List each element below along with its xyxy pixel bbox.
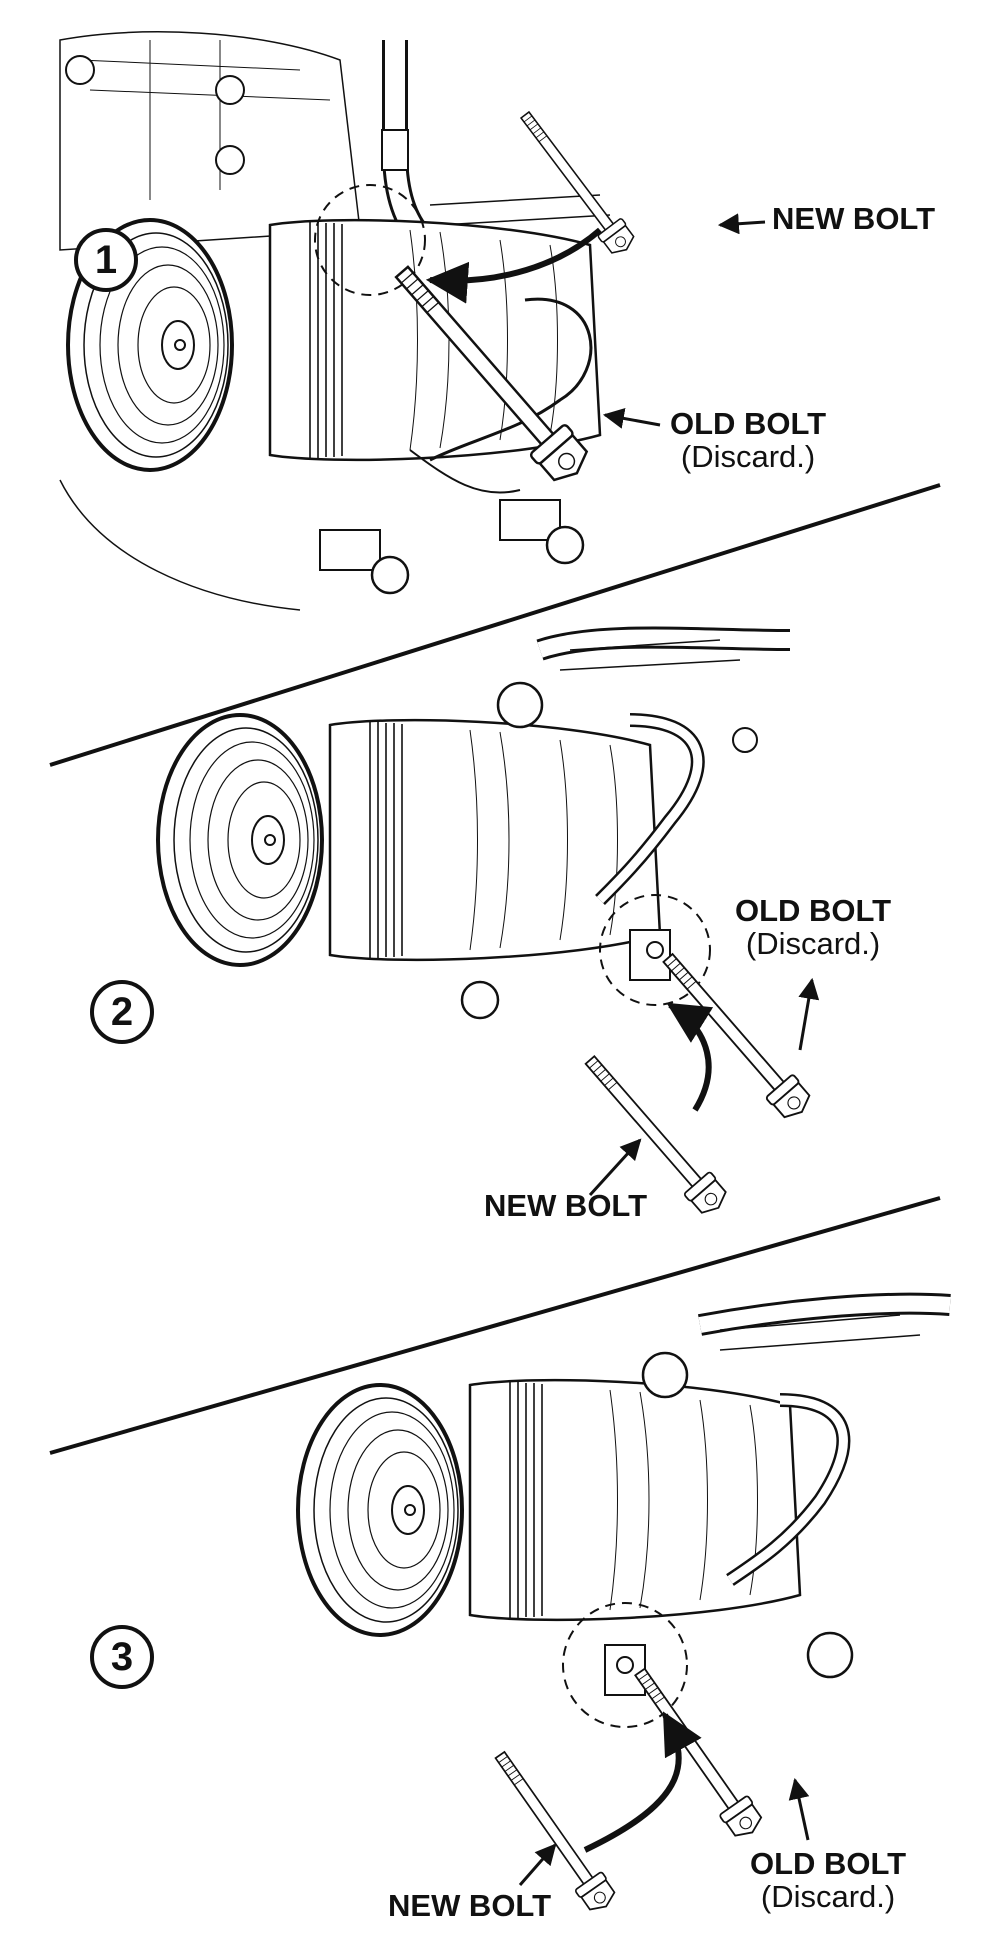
step-1-old-bolt-note: (Discard.) — [680, 438, 816, 474]
step-2-old-bolt-text: OLD BOLT — [735, 893, 892, 928]
step-3-new-bolt-label: NEW BOLT — [388, 1888, 552, 1923]
step-number-1: 1 — [74, 228, 138, 292]
step-1-old-bolt-label: OLD BOLT (Discard.) — [670, 406, 827, 474]
panel-2-drawing — [156, 626, 820, 1221]
panel-divider-1 — [49, 483, 941, 767]
step-1-new-bolt-label: NEW BOLT — [772, 201, 936, 236]
panel-3-drawing — [296, 1292, 951, 1917]
panel-1-drawing — [59, 31, 766, 611]
step-number-2: 2 — [90, 980, 154, 1044]
step-2-new-bolt-label: NEW BOLT — [484, 1188, 648, 1223]
step-3-old-bolt-text: OLD BOLT — [750, 1846, 907, 1881]
panel-divider-2 — [49, 1196, 941, 1455]
step-3-old-bolt-label: OLD BOLT (Discard.) — [750, 1846, 907, 1914]
step-number-3: 3 — [90, 1625, 154, 1689]
step-1-old-bolt-text: OLD BOLT — [670, 406, 827, 441]
step-2-old-bolt-note: (Discard.) — [745, 925, 881, 961]
step-2-old-bolt-label: OLD BOLT (Discard.) — [735, 893, 892, 961]
step-3-old-bolt-note: (Discard.) — [760, 1878, 896, 1914]
